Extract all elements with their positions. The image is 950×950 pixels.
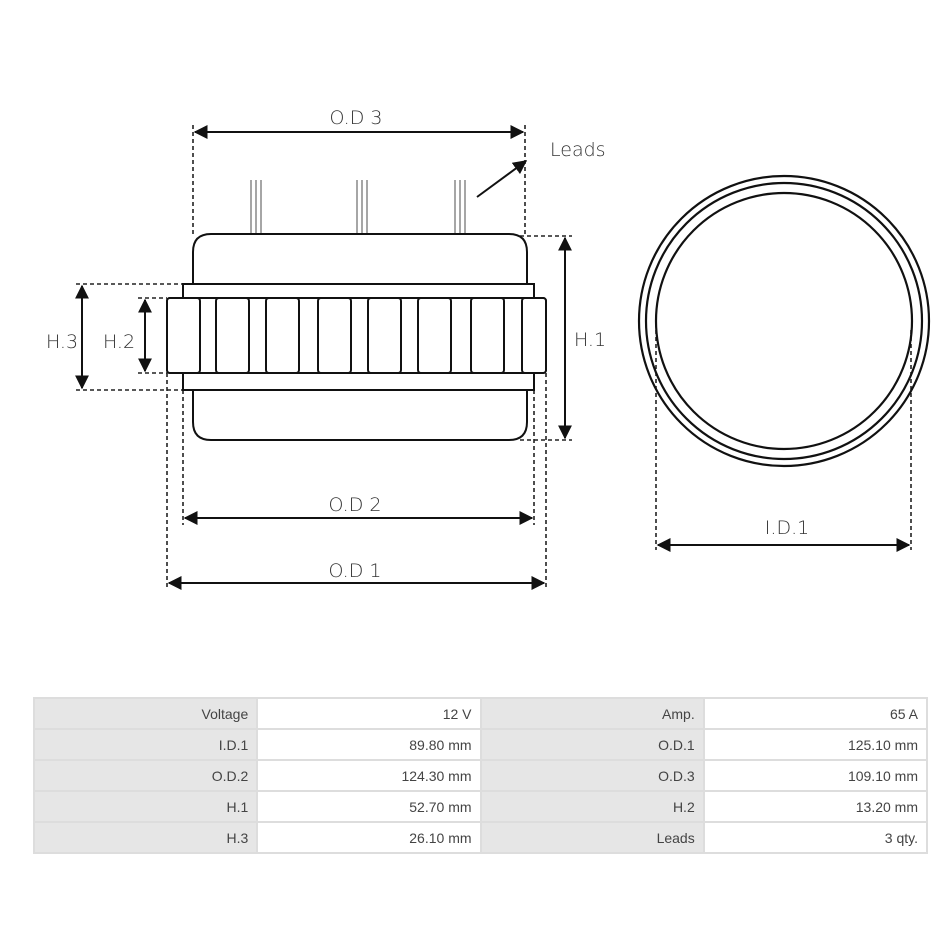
spec-value: 13.20 mm — [702, 790, 929, 823]
stator-side-view — [166, 233, 547, 441]
spec-label: Leads — [479, 821, 705, 854]
spec-label: O.D.2 — [32, 759, 259, 792]
id1-label: I.D.1 — [765, 517, 809, 539]
h1-label: H.1 — [574, 329, 606, 351]
spec-value: 52.70 mm — [256, 790, 482, 823]
od1-label: O.D 1 — [329, 560, 382, 582]
h2-label: H.2 — [103, 331, 135, 353]
spec-label: H.3 — [32, 821, 259, 854]
spec-label: Amp. — [479, 697, 705, 730]
spec-value: 65 A — [702, 697, 929, 730]
spec-label: I.D.1 — [32, 728, 259, 761]
spec-value: 124.30 mm — [256, 759, 482, 792]
h3-label: H.3 — [46, 331, 78, 353]
spec-label: O.D.3 — [479, 759, 705, 792]
spec-value: 26.10 mm — [256, 821, 482, 854]
dimension-arrows — [75, 125, 911, 590]
spec-value: 89.80 mm — [256, 728, 482, 761]
spec-label: H.2 — [479, 790, 705, 823]
spec-label: Voltage — [32, 697, 259, 730]
stator-top-view — [637, 174, 931, 468]
spec-value: 109.10 mm — [702, 759, 929, 792]
stator-diagram: O.D 3 Leads H.1 H.3 H.2 O.D 2 O.D 1 I.D.… — [46, 107, 931, 590]
extension-lines — [76, 125, 912, 590]
leads-wires — [250, 180, 466, 234]
leads-label: Leads — [550, 139, 606, 161]
spec-label: O.D.1 — [479, 728, 705, 761]
spec-value: 125.10 mm — [702, 728, 929, 761]
spec-value: 3 qty. — [702, 821, 929, 854]
od3-label: O.D 3 — [330, 107, 383, 129]
spec-label: H.1 — [32, 790, 259, 823]
od2-label: O.D 2 — [329, 494, 382, 516]
spec-value: 12 V — [256, 697, 482, 730]
